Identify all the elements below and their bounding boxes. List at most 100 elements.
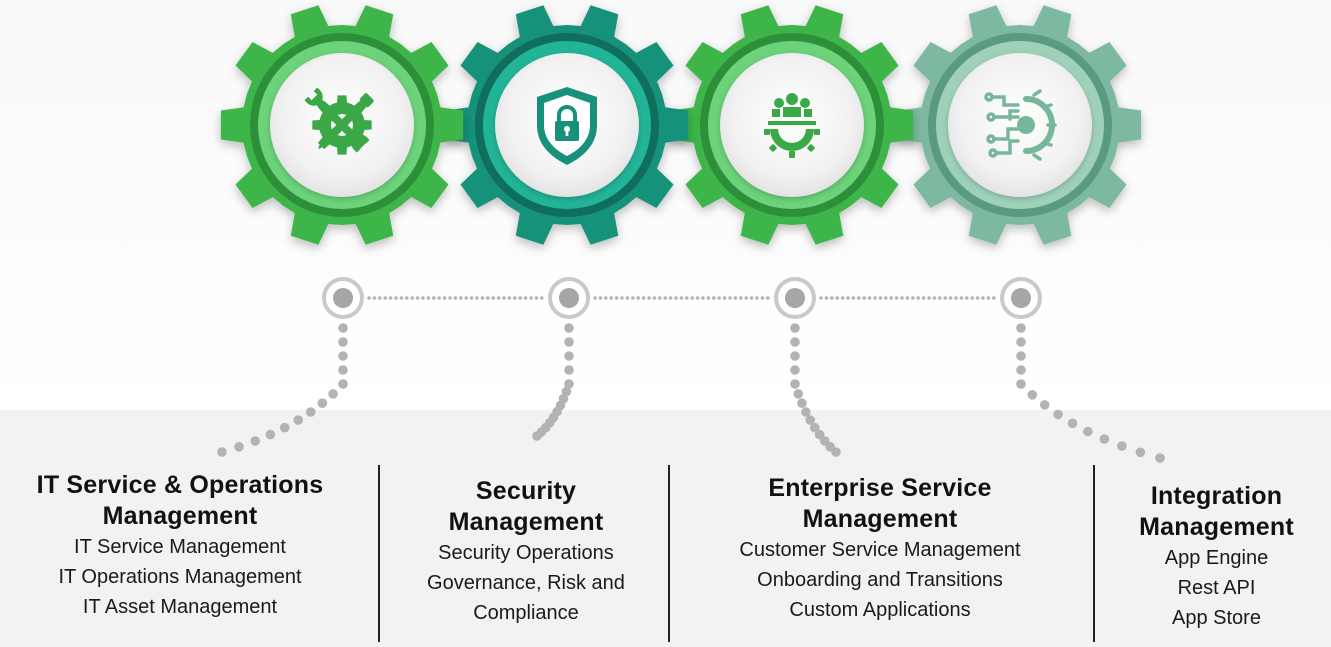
connector-dot <box>529 296 533 300</box>
connector-dot <box>564 323 574 333</box>
connector-dot <box>534 296 539 300</box>
connector-dot <box>1027 390 1038 400</box>
connector-dot <box>954 296 958 300</box>
connector-dot <box>830 296 834 300</box>
connector-dot <box>819 296 823 300</box>
connector-dot <box>921 296 926 300</box>
connector-dot <box>293 415 304 425</box>
connector-dot <box>717 296 721 300</box>
connector-dot <box>814 429 825 440</box>
connector-dot <box>889 296 893 300</box>
column-title: Enterprise Service Management <box>680 473 1080 535</box>
connector-dot <box>992 296 996 300</box>
connector-dot <box>1039 400 1050 410</box>
connector-dot <box>679 296 684 300</box>
connector-dot <box>442 296 447 300</box>
connector-dot <box>394 296 398 300</box>
connector-dot <box>728 296 732 300</box>
connector-dot <box>432 296 436 300</box>
people-gear-icon <box>764 93 820 158</box>
connector-dot <box>464 296 469 300</box>
connector-dot <box>453 296 458 300</box>
connector-dot <box>513 296 517 300</box>
connector-dot <box>426 296 431 300</box>
list-item: Security Operations <box>438 542 614 564</box>
connector-dot <box>1016 365 1026 375</box>
connector-dot <box>927 296 931 300</box>
connector-dot <box>975 296 980 300</box>
connector-dot <box>970 296 974 300</box>
column-security: Security Management Security Operations … <box>388 476 664 628</box>
column-divider <box>378 465 380 642</box>
connector-dot <box>625 296 630 300</box>
wrench-gear-icon <box>304 87 374 155</box>
connector-dot <box>328 389 338 399</box>
connector-dot <box>338 351 348 361</box>
connector-dot <box>217 447 227 457</box>
connector-dot <box>540 296 544 300</box>
connector-dot <box>518 296 522 300</box>
list-item: Custom Applications <box>789 599 971 621</box>
connector-dot <box>790 379 800 389</box>
connector-dot <box>250 436 260 446</box>
connector-dot <box>415 296 420 300</box>
connector-dot <box>338 379 348 389</box>
connector-dot <box>564 351 574 361</box>
connector-dot <box>317 398 328 409</box>
connector-dot <box>502 296 506 300</box>
connector-dot <box>378 296 382 300</box>
connector-dot <box>851 296 856 300</box>
connector-dot <box>475 296 479 300</box>
connector-dot <box>1067 418 1078 429</box>
connector-dot <box>805 415 815 425</box>
connector-dot <box>410 296 415 300</box>
connector-dot <box>1117 441 1127 451</box>
connector-dot <box>948 296 953 300</box>
connector-dot <box>932 296 937 300</box>
connector-dot <box>668 296 673 300</box>
title-line: Management <box>802 505 958 533</box>
connector-dot <box>507 296 512 300</box>
connector-dot <box>469 296 474 300</box>
list-item: Onboarding and Transitions <box>757 569 1003 591</box>
connector-dot <box>685 296 689 300</box>
connector-dot <box>265 429 276 440</box>
title-line: Security <box>475 477 577 505</box>
connector-dot <box>674 296 678 300</box>
connector-dot <box>831 447 841 457</box>
connector-dot <box>755 296 759 300</box>
connector-dot <box>631 296 635 300</box>
connector-dot <box>965 296 969 300</box>
connector-dot <box>790 323 800 333</box>
connector-dot <box>448 296 452 300</box>
column-title: Security Management <box>388 476 664 538</box>
list-item: App Engine <box>1164 547 1269 569</box>
connector-dot <box>496 296 501 300</box>
connector-dot <box>793 389 804 399</box>
connector-dot <box>564 337 574 347</box>
connector-dot <box>234 442 244 452</box>
connector-dot <box>372 296 377 300</box>
connector-dot <box>857 296 861 300</box>
connector-dot <box>647 296 651 300</box>
connector-dot <box>388 296 393 300</box>
connector-dot <box>405 296 409 300</box>
connector-dot <box>1083 426 1093 437</box>
connector-dot <box>480 296 485 300</box>
connector-dot <box>809 422 820 433</box>
connector-dot <box>399 296 404 300</box>
connector-dot <box>760 296 765 300</box>
connector-dot <box>279 422 290 433</box>
connector-dot <box>636 296 640 300</box>
column-divider <box>1093 465 1095 642</box>
connector-dot <box>981 296 985 300</box>
connector-dot <box>790 337 800 347</box>
column-it-service: IT Service & Operations Management IT Se… <box>0 470 360 622</box>
connector-dot <box>604 296 608 300</box>
connector-dot <box>801 407 811 417</box>
connector-dot <box>916 296 920 300</box>
list-item: IT Service Management <box>74 536 286 558</box>
connector-dot <box>338 365 348 375</box>
connector-dot <box>712 296 716 300</box>
